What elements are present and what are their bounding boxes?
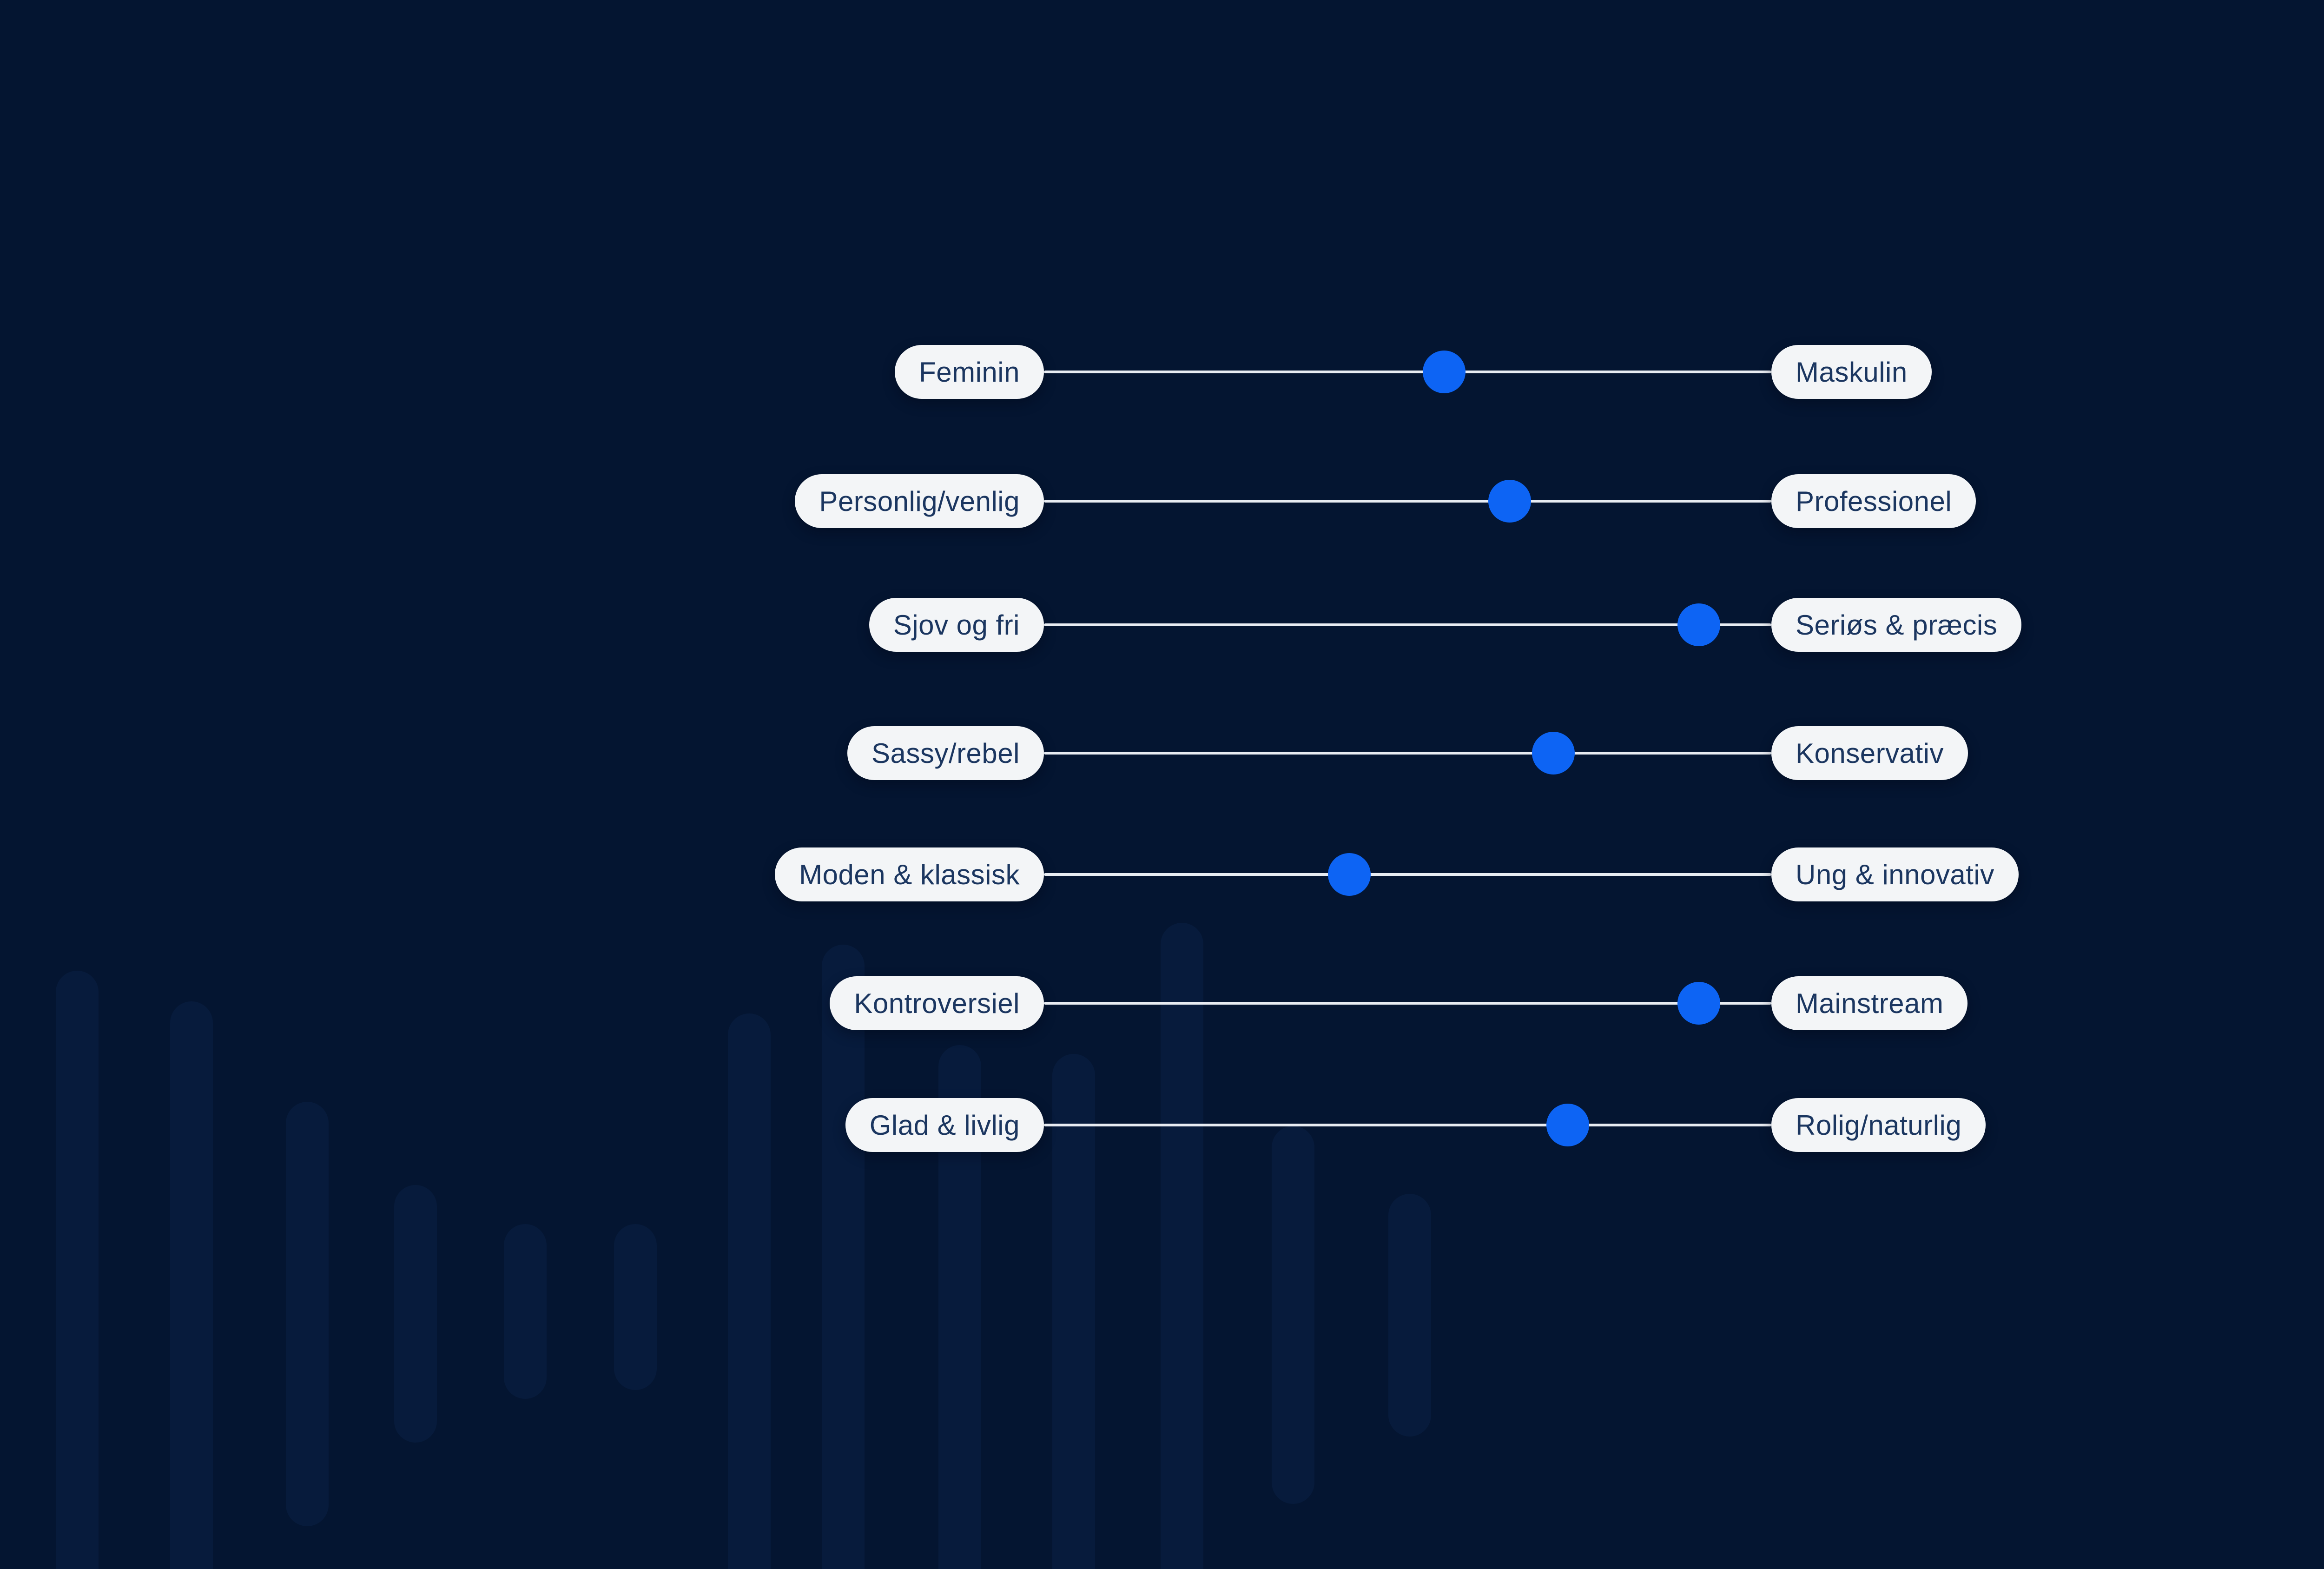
slider-right-label: Ung & innovativ: [1771, 847, 2019, 901]
slider-track[interactable]: [1044, 732, 1771, 775]
slider-thumb[interactable]: [1677, 982, 1720, 1025]
watermark-bar: [286, 1102, 329, 1526]
slider-thumb[interactable]: [1328, 853, 1371, 896]
slider-track[interactable]: [1044, 982, 1771, 1025]
slider-track[interactable]: [1044, 1104, 1771, 1146]
slider-thumb[interactable]: [1422, 351, 1466, 393]
slider-left-label: Feminin: [895, 345, 1044, 399]
slider-thumb[interactable]: [1488, 480, 1531, 523]
watermark-bar: [394, 1185, 437, 1443]
watermark-bar: [1161, 923, 1203, 1569]
slider-left-label: Sjov og fri: [869, 598, 1044, 652]
slider-right-label: Rolig/naturlig: [1771, 1098, 1986, 1152]
slider-right-label: Professionel: [1771, 474, 1976, 528]
slider-left-label: Glad & livlig: [845, 1098, 1044, 1152]
slider-left-label: Sassy/rebel: [847, 726, 1044, 780]
watermark-bar: [614, 1224, 657, 1390]
slider-track[interactable]: [1044, 351, 1771, 393]
slider-left-label: Moden & klassisk: [775, 847, 1044, 901]
slider-right-label: Mainstream: [1771, 976, 1968, 1030]
watermark-bar: [1388, 1194, 1431, 1437]
slider-thumb[interactable]: [1532, 732, 1575, 775]
slider-right-label: Seriøs & præcis: [1771, 598, 2022, 652]
slider-track[interactable]: [1044, 603, 1771, 646]
slider-track[interactable]: [1044, 853, 1771, 896]
watermark-bar: [728, 1013, 771, 1569]
slider-thumb[interactable]: [1546, 1104, 1589, 1146]
watermark-bar: [822, 945, 865, 1569]
slider-left-label: Personlig/venlig: [795, 474, 1044, 528]
slider-right-label: Maskulin: [1771, 345, 1932, 399]
watermark-bar: [170, 1001, 213, 1569]
watermark-bar: [1272, 1126, 1314, 1504]
slider-track[interactable]: [1044, 480, 1771, 523]
slider-right-label: Konservativ: [1771, 726, 1968, 780]
slider-left-label: Kontroversiel: [830, 976, 1044, 1030]
watermark-bar: [504, 1224, 547, 1399]
watermark-bar: [56, 971, 99, 1569]
slider-thumb[interactable]: [1677, 603, 1720, 646]
watermark-bar: [1052, 1054, 1095, 1569]
